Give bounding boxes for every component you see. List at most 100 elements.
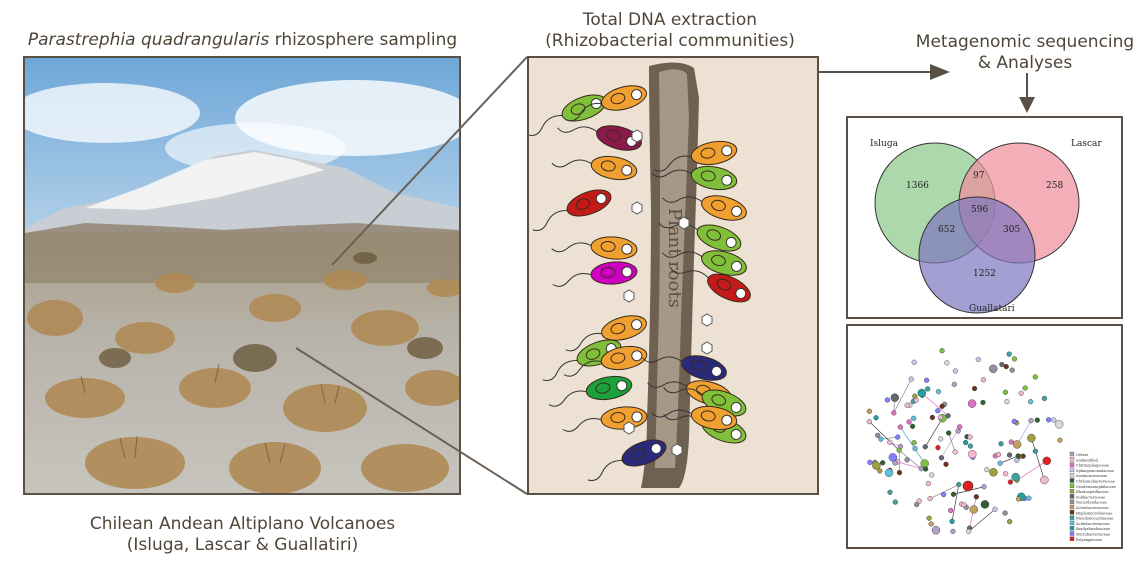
- venn-count-isluga-lascar: 97: [973, 171, 985, 181]
- network-node: [916, 498, 922, 504]
- network-node: [922, 444, 928, 450]
- network-node: [950, 491, 957, 497]
- venn-circle-guallatari: [918, 196, 1036, 314]
- network-node: [1018, 390, 1024, 396]
- legend-entry: unidentified: [1069, 457, 1099, 462]
- network-edge: [1031, 437, 1045, 481]
- legend-entry: Geodermatophilaceae: [1069, 483, 1116, 489]
- network-node: [1027, 433, 1036, 443]
- network-edge: [999, 455, 1019, 464]
- network-node: [1041, 395, 1048, 402]
- network-node: [1051, 417, 1057, 423]
- network-node: [897, 424, 903, 430]
- legend-swatch: [1069, 478, 1075, 483]
- bacteria-cells: [529, 85, 751, 481]
- sequencing-title: Metagenomic sequencing & Analyses: [905, 32, 1145, 74]
- network-node: [1015, 496, 1022, 502]
- legend-label: Microbacteriaceae: [1076, 533, 1110, 537]
- legend-entry: Bradyrhizobiaceae: [1069, 526, 1110, 531]
- network-node: [866, 419, 872, 425]
- legend-label: Chitinophagaceae: [1076, 464, 1109, 468]
- legend-entry: Acidobacteriaceae: [1069, 520, 1110, 526]
- venn-count-lascar-guallatari: 305: [1003, 225, 1020, 235]
- network-node: [927, 495, 933, 502]
- network-edge: [880, 436, 898, 440]
- bacterium-cell: [658, 222, 742, 252]
- bacterium-cell: [551, 155, 638, 181]
- network-edge: [921, 392, 949, 417]
- network-node: [895, 434, 901, 440]
- legend-label: Pseudonocardiaceae: [1076, 517, 1113, 521]
- network-node: [938, 436, 944, 442]
- network-node: [952, 368, 959, 374]
- network-node: [884, 397, 891, 403]
- venn-count-isluga-guallatari: 652: [938, 225, 955, 235]
- network-node: [896, 470, 903, 476]
- venn-diagram: Isluga Lascar Guallatari 1366 258 1252 9…: [870, 139, 1102, 314]
- network-edge: [968, 508, 996, 532]
- network-node: [957, 424, 963, 430]
- network-edge: [898, 449, 922, 469]
- dna-extraction-title: Total DNA extraction (Rhizobacterial com…: [520, 10, 820, 52]
- network-node: [911, 439, 917, 446]
- species-name: Parastrephia quadrangularis: [27, 30, 270, 50]
- network-node: [875, 432, 881, 438]
- network-node: [925, 481, 932, 487]
- legend-swatch: [1069, 494, 1075, 499]
- network-node: [935, 389, 942, 395]
- network-node: [997, 460, 1003, 466]
- network-node: [1004, 399, 1010, 405]
- venn-label-guallatari: Guallatari: [969, 304, 1015, 314]
- legend-swatch: [1069, 462, 1075, 467]
- bacterium-cell: [551, 236, 638, 260]
- bacterium-cell: [662, 250, 747, 276]
- bacterium-cell: [563, 345, 648, 377]
- bacterium-cell: [529, 94, 607, 136]
- network-node: [1002, 389, 1009, 395]
- bacterium-cell: [651, 405, 738, 431]
- network-node: [938, 455, 945, 461]
- network-node: [967, 434, 973, 440]
- cooccurrence-network: OthersunidentifiedChitinophagaceaeSphing…: [866, 348, 1116, 542]
- legend-label: Polyangiaceae: [1076, 538, 1102, 542]
- network-node: [946, 430, 952, 436]
- network-node: [1003, 471, 1009, 477]
- legend-swatch: [1069, 515, 1075, 520]
- network-node: [1057, 437, 1063, 443]
- sampling-title: Parastrephia quadrangularis rhizosphere …: [20, 30, 465, 51]
- root-zoom-panel: Plant roots: [527, 56, 819, 495]
- root-label: Plant roots: [664, 208, 685, 308]
- bacterium-cell: [651, 165, 738, 191]
- network-edge: [900, 426, 926, 464]
- network-node: [906, 419, 912, 425]
- network-node: [877, 468, 883, 474]
- network-node: [926, 515, 932, 521]
- legend-entry: Sandaracinaceae: [1069, 473, 1107, 478]
- altiplano-volcano-illustration: [25, 58, 459, 493]
- legend-label: Others: [1076, 453, 1089, 457]
- venn-count-all: 596: [971, 205, 988, 215]
- bacterium-cell: [662, 195, 747, 221]
- network-node: [984, 466, 990, 473]
- legend-label: Solibacteraceae: [1076, 495, 1105, 499]
- legend-entry: Nocardioidaceae: [1069, 499, 1107, 505]
- network-node: [1028, 418, 1034, 424]
- legend-entry: Solibacteraceae: [1069, 494, 1105, 499]
- exudate-hexagon: [678, 216, 690, 230]
- network-node: [1007, 519, 1013, 525]
- legend-entry: Pseudonocardiaceae: [1069, 515, 1113, 521]
- legend-swatch: [1069, 520, 1075, 526]
- exudate-hexagon: [701, 341, 713, 355]
- network-node: [941, 491, 947, 498]
- bacterium-cell: [565, 85, 647, 122]
- network-node: [891, 410, 897, 416]
- network-node: [866, 408, 872, 414]
- network-hub-node: [962, 480, 974, 492]
- bacterium-cell: [565, 315, 647, 352]
- legend-swatch: [1069, 536, 1075, 541]
- network-node: [961, 502, 967, 508]
- exudate-hexagon: [671, 443, 683, 457]
- network-node: [980, 377, 987, 383]
- network-node: [1042, 456, 1051, 466]
- network-edge: [948, 432, 956, 453]
